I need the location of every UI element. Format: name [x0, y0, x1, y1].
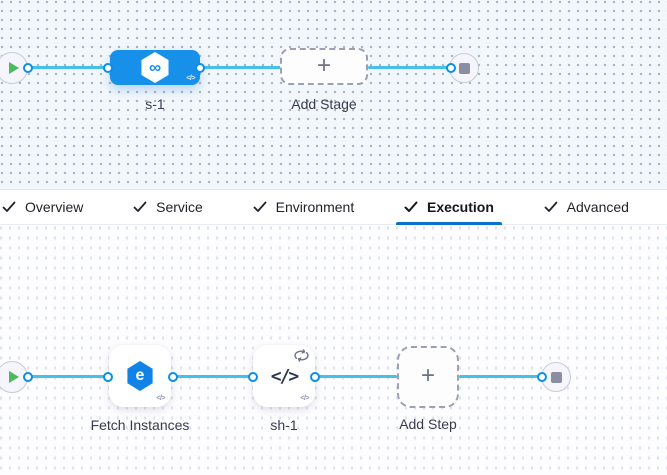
step-label-fetch-instances: Fetch Instances — [90, 417, 190, 433]
plus-icon: + — [316, 51, 331, 79]
port-end-in[interactable] — [537, 372, 547, 382]
step-node-fetch-instances[interactable]: e </> — [109, 345, 171, 407]
add-stage-button[interactable]: + — [280, 48, 368, 85]
tab-label: Service — [156, 199, 203, 215]
port-sh1-out[interactable] — [310, 372, 320, 382]
check-icon — [253, 201, 267, 212]
edge-fetch-to-sh1 — [173, 375, 253, 378]
execution-canvas[interactable]: e </> Fetch Instances </> </> sh-1 + Add… — [0, 225, 667, 475]
port-sh1-in[interactable] — [248, 372, 258, 382]
shell-script-icon: </> — [270, 365, 299, 387]
stage-tabbar: Overview Service Environment Execution A… — [0, 189, 667, 225]
port-stage-out[interactable] — [195, 63, 205, 73]
stage-canvas[interactable]: ∞ </> s-1 + Add Stage — [0, 0, 667, 189]
edge-stage-to-addstage — [200, 66, 281, 69]
stage-label: s-1 — [145, 96, 165, 112]
tab-label: Overview — [25, 199, 84, 215]
tab-label: Advanced — [566, 199, 629, 215]
deploy-stage-icon: ∞ — [141, 52, 169, 83]
check-icon — [404, 201, 418, 212]
stop-icon — [550, 371, 562, 383]
step-label-sh1: sh-1 — [270, 417, 298, 433]
add-step-label: Add Step — [399, 416, 457, 432]
edge-addstep-to-end — [459, 375, 542, 378]
loop-strategy-icon — [294, 349, 309, 362]
port-fetch-in[interactable] — [103, 372, 113, 382]
play-icon — [8, 62, 19, 74]
tab-overview[interactable]: Overview — [0, 190, 91, 224]
template-code-icon: </> — [300, 395, 309, 402]
template-code-icon: </> — [156, 395, 165, 402]
add-step-button[interactable]: + — [397, 346, 459, 408]
tab-execution[interactable]: Execution — [395, 190, 502, 225]
tab-label: Environment — [275, 199, 355, 215]
elastigroup-letter: e — [135, 366, 145, 384]
check-icon — [544, 201, 558, 212]
tab-environment[interactable]: Environment — [245, 190, 363, 224]
plus-icon: + — [420, 362, 435, 389]
edge-start-to-stage — [28, 66, 108, 69]
tab-service[interactable]: Service — [125, 190, 211, 224]
port-start-out[interactable] — [23, 63, 33, 73]
port-stage-in[interactable] — [103, 63, 113, 73]
port-fetch-out[interactable] — [168, 372, 178, 382]
port-start-out[interactable] — [23, 372, 33, 382]
tab-label: Execution — [426, 199, 494, 215]
port-end-in[interactable] — [446, 63, 456, 73]
template-code-icon: </> — [186, 75, 195, 82]
elastigroup-icon: e — [127, 361, 153, 391]
play-icon — [8, 371, 19, 383]
edge-addstage-to-end — [368, 66, 451, 69]
check-icon — [133, 201, 147, 212]
add-stage-label: Add Stage — [291, 96, 357, 112]
edge-sh1-to-addstep — [315, 375, 397, 378]
step-node-sh1[interactable]: </> </> — [253, 345, 315, 407]
stop-icon — [458, 62, 470, 74]
stage-node-s1[interactable]: ∞ </> — [110, 50, 200, 85]
infinity-icon: ∞ — [148, 58, 162, 77]
tab-advanced[interactable]: Advanced — [536, 190, 637, 224]
edge-start-to-fetch — [28, 375, 108, 378]
check-icon — [2, 201, 16, 212]
